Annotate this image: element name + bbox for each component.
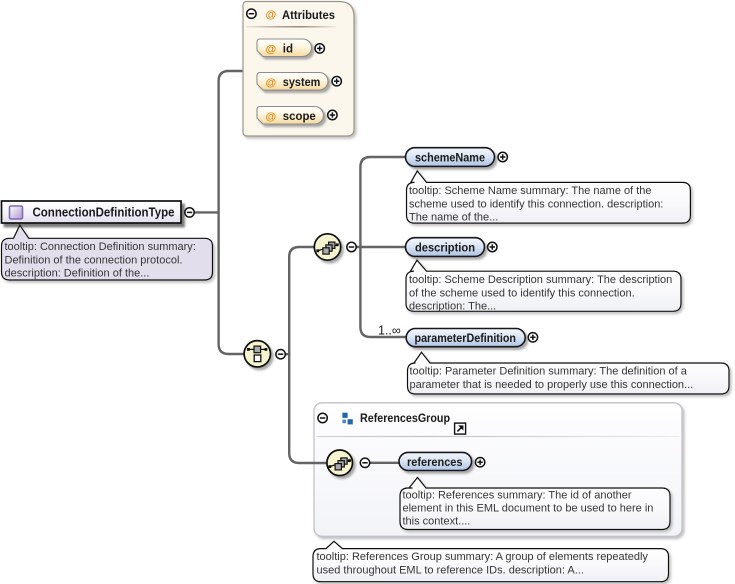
svg-text:element in this EML document t: element in this EML document to be used … — [403, 503, 654, 515]
svg-text:tooltip: References Group summ: tooltip: References Group summary: A gro… — [317, 551, 649, 563]
svg-text:description: The...: description: The... — [409, 301, 496, 313]
svg-text:ConnectionDefinitionType: ConnectionDefinitionType — [33, 206, 175, 220]
svg-text:references: references — [407, 457, 463, 469]
svg-text:parameterDefinition: parameterDefinition — [415, 331, 517, 345]
svg-text:tooltip: Parameter Definition: tooltip: Parameter Definition summary: T… — [410, 366, 688, 378]
svg-text:of the scheme used to identify: of the scheme used to identify this conn… — [409, 287, 635, 299]
svg-text:Definition of the connection p: Definition of the connection protocol. — [5, 254, 183, 266]
svg-text:description: description — [415, 241, 475, 255]
svg-text:1..∞: 1..∞ — [378, 323, 401, 337]
svg-text:ReferencesGroup: ReferencesGroup — [360, 413, 450, 425]
svg-text:@: @ — [266, 9, 277, 21]
svg-text:system: system — [283, 77, 321, 89]
svg-text:description: Definition of the: description: Definition of the... — [5, 268, 150, 280]
svg-text:@: @ — [266, 111, 277, 123]
svg-text:schemeName: schemeName — [415, 151, 485, 165]
svg-text:tooltip: Scheme Name summary:: tooltip: Scheme Name summary: The name o… — [409, 185, 652, 197]
svg-text:@: @ — [266, 77, 277, 89]
svg-text:used throughout EML to referen: used throughout EML to reference IDs. de… — [317, 564, 584, 576]
svg-text:scope: scope — [283, 111, 316, 123]
svg-text:parameter that is needed to pr: parameter that is needed to properly use… — [410, 379, 694, 391]
svg-text:tooltip: References summary: T: tooltip: References summary: The id of a… — [403, 490, 632, 502]
svg-text:tooltip: Connection Definition: tooltip: Connection Definition summary: — [5, 241, 196, 253]
svg-text:this context....: this context.... — [403, 516, 471, 528]
svg-text:The name of the...: The name of the... — [409, 212, 498, 224]
svg-text:scheme used to identify this c: scheme used to identify this connection.… — [409, 198, 663, 210]
svg-text:Attributes: Attributes — [282, 8, 335, 22]
svg-text:tooltip: Scheme Description su: tooltip: Scheme Description summary: The… — [409, 274, 672, 286]
svg-text:id: id — [283, 43, 293, 55]
svg-text:@: @ — [266, 44, 277, 56]
